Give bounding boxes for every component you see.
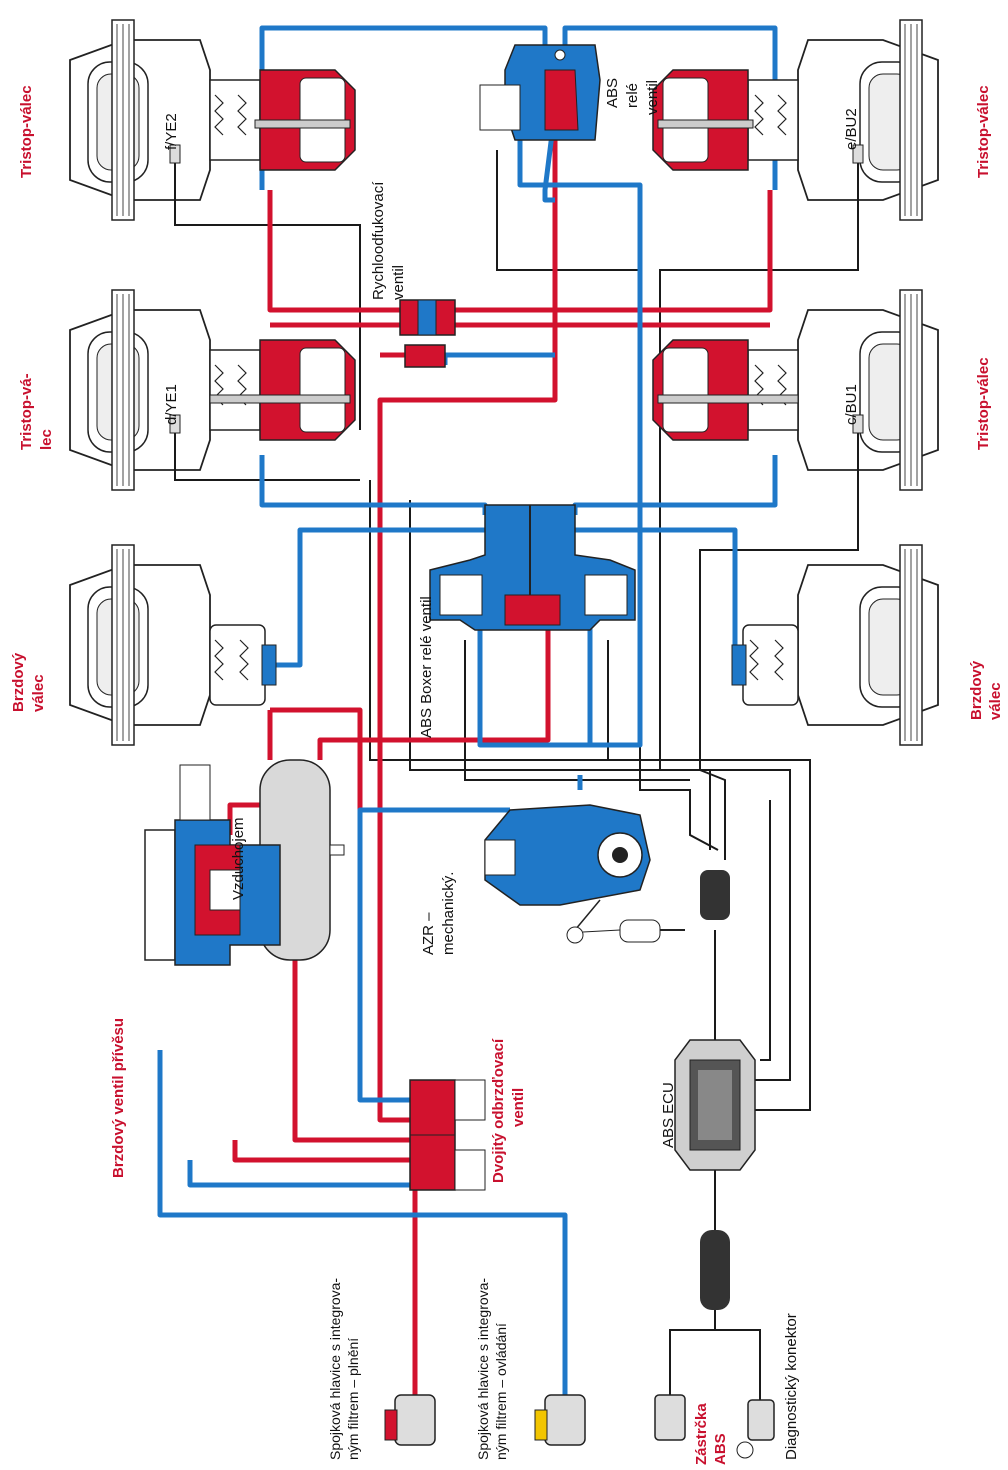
label-azr-2: mechanický. [440,871,457,955]
label-double-release-2: ventil [510,1087,527,1127]
wheel-top-right [797,19,939,221]
label-brake-cyl-right-a: Brzdový [968,660,985,720]
abs-boxer-relay-valve [429,504,636,631]
speed-sensors [169,144,864,434]
brake-cylinder-left [209,624,277,706]
label-abs-relay-2: relé [624,82,641,108]
label-abs-plug-1: Zástrčka [693,1403,710,1465]
diagnostic-connector [736,1399,775,1459]
coupling-head-supply [384,1394,436,1446]
label-tristop-mid-left-b: lec [38,429,55,450]
label-coupling-supply-1: Spojková hlavice s integrova- [327,1277,343,1460]
label-diagnostic-connector: Diagnostický konektor [783,1313,800,1460]
label-sensor-fye2: f/YE2 [163,113,180,150]
trailer-brake-valve [144,764,281,966]
tristop-cylinder-dye1 [209,339,356,441]
tristop-cylinder-fye2 [209,69,356,171]
azr-mechanical [484,804,685,944]
label-air-tank: Vzduchojem [230,817,247,900]
quick-release-valve [399,299,456,368]
brake-cylinder-right [731,624,799,706]
label-abs-boxer: ABS Boxer relé ventil [418,596,435,738]
double-release-valve [409,1079,486,1191]
supply-lines [227,110,773,1400]
wheel-upper-right [797,289,939,491]
label-coupling-control-1: Spojková hlavice s integrova- [475,1277,491,1460]
label-tristop-mid-left-a: Tristop-vá- [18,373,35,450]
abs-plug [654,1394,686,1441]
wheel-lower-left [69,544,211,746]
abs-ecu [674,870,756,1310]
coupling-head-control [534,1394,586,1446]
label-quick-release-1: Rychloodfukovací [370,181,387,300]
label-brake-cyl-left-a: Brzdový [10,652,27,712]
label-tristop-top-left: Tristop-válec [18,85,35,178]
tristop-cylinder-ebu2 [652,69,799,171]
label-abs-plug-2: ABS [712,1433,729,1465]
label-brake-cyl-right-b: válec [987,682,1004,720]
abs-relay-valve [479,44,601,141]
label-sensor-ebu2: e/BU2 [843,108,860,150]
label-double-release-1: Dvojitý odbrzďovací [490,1038,507,1183]
control-lines [157,25,778,1400]
label-quick-release-2: ventil [390,264,407,300]
tristop-cylinder-cbu1 [652,339,799,441]
label-tristop-mid-right: Tristop-válec [975,357,992,450]
wheel-upper-left [69,289,211,491]
label-trailer-brake-valve: Brzdový ventil přívěsu [110,1017,127,1178]
label-coupling-control-2: ným filtrem – ovládání [493,1323,509,1460]
label-sensor-cbu1: c/BU1 [843,384,860,425]
label-tristop-top-right: Tristop-válec [975,85,992,178]
wheel-top-left [69,19,211,221]
label-abs-ecu: ABS ECU [660,1082,677,1148]
label-sensor-dye1: d/YE1 [163,384,180,425]
label-coupling-supply-2: ným filtrem – plnění [345,1337,361,1460]
label-abs-relay-3: ventil [644,79,661,115]
label-brake-cyl-left-b: válec [30,674,47,712]
label-abs-relay-1: ABS [604,77,621,108]
label-azr-1: AZR – [420,912,437,955]
wheel-lower-right [797,544,939,746]
